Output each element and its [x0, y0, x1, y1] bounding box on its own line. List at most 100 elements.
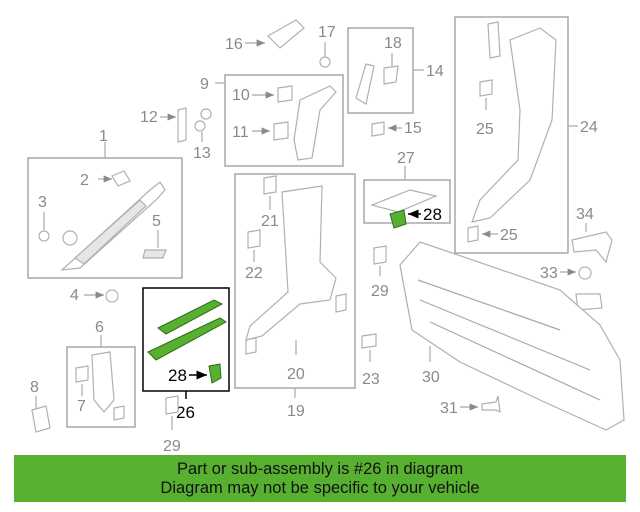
trim-34: [571, 231, 613, 264]
callout-16: 16: [225, 36, 243, 53]
clip-5: [142, 249, 167, 259]
clip-28-highlighted: [208, 363, 222, 384]
callout-11: 11: [232, 124, 249, 141]
rear-panel-30: [399, 241, 625, 431]
item-8: 8: [30, 379, 51, 433]
pad-27: [370, 189, 438, 213]
notice-banner: Part or sub-assembly is #26 in diagram D…: [14, 455, 626, 502]
callout-14: 14: [426, 63, 444, 80]
callout-10: 10: [232, 87, 250, 104]
callout-7: 7: [77, 398, 86, 415]
items-16-17: 16 17: [225, 19, 336, 68]
group-24-box: [454, 16, 569, 254]
callout-18: 18: [384, 35, 402, 52]
clip-6b: [113, 405, 125, 421]
group-27-box: [363, 179, 451, 224]
callout-15: 15: [404, 120, 422, 137]
item-4: 4: [70, 287, 119, 304]
trim-9: [293, 85, 337, 161]
clip-22: [247, 229, 261, 249]
callout-6: 6: [95, 319, 104, 336]
callout-33: 33: [540, 265, 558, 282]
clip-21: [263, 175, 277, 195]
callout-8: 8: [30, 379, 39, 396]
b-pillar-trim: [245, 185, 337, 341]
clip-29-left: [165, 395, 179, 415]
callout-1: 1: [99, 128, 108, 145]
callout-9: 9: [200, 76, 209, 93]
group-9: 9 10 11: [200, 74, 344, 167]
callout-24: 24: [580, 119, 598, 136]
callout-12: 12: [140, 109, 158, 126]
rear-panel-ribs: [417, 279, 601, 401]
clip-10: [277, 85, 293, 103]
scuff-plate-upper: [157, 299, 224, 335]
screw-31: [481, 395, 501, 414]
clip-33: [578, 266, 592, 280]
items-23-29: 29 23: [361, 245, 389, 388]
items-12-13: 12 13: [140, 107, 212, 162]
clip-29-mid: [373, 245, 387, 265]
clip-28-group-27: [389, 209, 407, 229]
group-14-box: [347, 27, 414, 114]
group-24: 24 25 25: [454, 16, 598, 254]
notice-line-1: Part or sub-assembly is #26 in diagram: [176, 460, 464, 478]
clip-25-lower: [467, 225, 479, 243]
clip-23: [361, 333, 377, 349]
callout-21: 21: [261, 213, 279, 230]
callout-25-lower: 25: [500, 227, 518, 244]
callout-19: 19: [287, 403, 305, 420]
callout-22: 22: [245, 265, 263, 282]
callout-20: 20: [287, 366, 305, 383]
item-29-left: 29: [163, 395, 181, 455]
clip-15: [371, 121, 385, 137]
a-pillar-trim-detail: [74, 199, 147, 265]
callout-30: 30: [422, 369, 440, 386]
item-31: 31: [440, 395, 501, 417]
callout-25-upper: 25: [476, 121, 494, 138]
trim-14: [355, 63, 375, 105]
clip-25-upper: [479, 79, 493, 97]
callout-28-group-27: 28: [423, 205, 442, 224]
callout-29-left: 29: [163, 438, 181, 455]
clip-7: [75, 365, 89, 383]
clip-11: [273, 121, 289, 141]
screw-4: [105, 289, 119, 303]
scuff-plate-lower: [147, 317, 227, 361]
trim-24-strip: [487, 21, 501, 59]
callout-5: 5: [152, 213, 161, 230]
clip-18: [383, 65, 399, 85]
clip-19c: [245, 337, 257, 355]
callout-28-group-26: 28: [168, 366, 187, 385]
parts-diagram: 1 2 3 5 4 6 7 8 12: [27, 16, 625, 455]
group-9-box: [224, 74, 344, 167]
pillar-trim-24: [471, 27, 557, 223]
clip-19b: [335, 293, 347, 313]
trim-8: [31, 405, 51, 433]
group-6: 6 7: [66, 319, 136, 428]
clip-2: [111, 170, 131, 187]
screw-13b: [194, 120, 206, 132]
group-19-b-pillar: 19 21 22 20: [234, 173, 356, 420]
trim-6: [91, 351, 115, 413]
callout-13: 13: [193, 145, 211, 162]
callout-26: 26: [176, 403, 195, 422]
bracket-12: [177, 107, 187, 143]
group-14: 14 18: [347, 27, 444, 114]
item-30: 30: [399, 241, 625, 431]
callout-27: 27: [397, 150, 415, 167]
callout-29-mid: 29: [371, 283, 389, 300]
item-15: 15: [371, 120, 422, 137]
screw-13a: [200, 108, 212, 120]
callout-17: 17: [318, 24, 336, 41]
bracket-16: [267, 19, 305, 49]
notice-line-2: Diagram may not be specific to your vehi…: [160, 479, 480, 497]
group-26-highlighted: 28 26: [142, 287, 230, 422]
callout-2: 2: [80, 172, 89, 189]
callout-34: 34: [576, 206, 594, 223]
group-27: 27 28: [363, 150, 451, 229]
callout-4: 4: [70, 287, 79, 304]
callout-3: 3: [38, 194, 47, 211]
bolt-3b: [62, 230, 78, 246]
callout-23: 23: [362, 371, 380, 388]
